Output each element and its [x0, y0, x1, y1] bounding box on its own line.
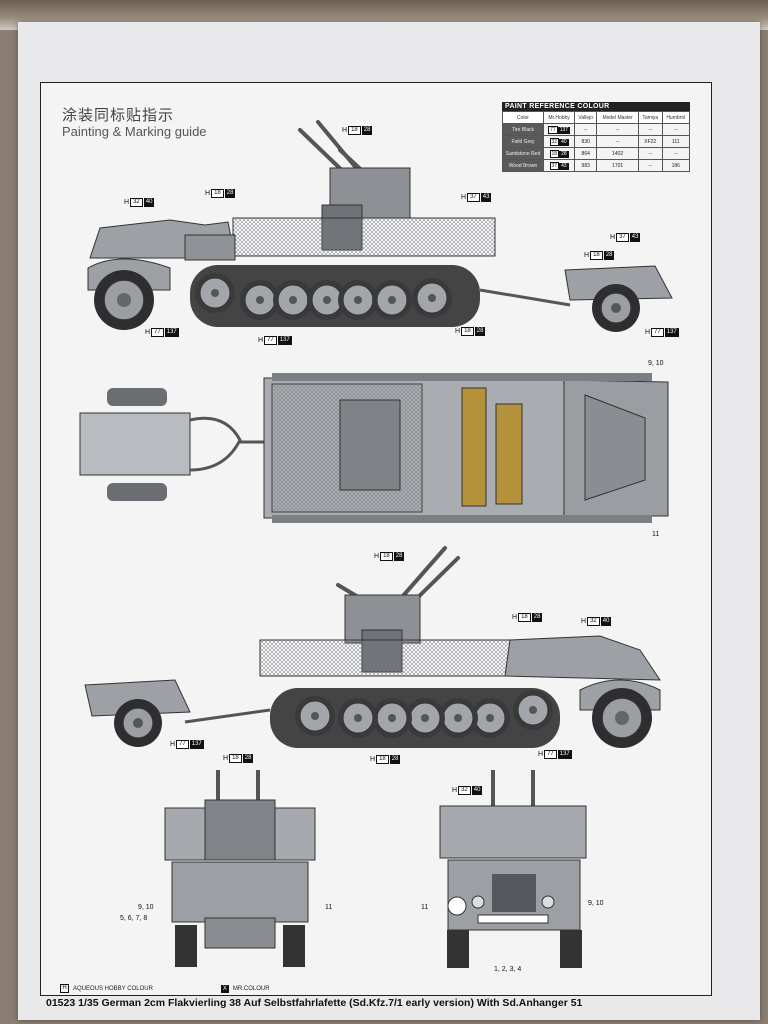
decal-number: 1, 2, 3, 4	[494, 966, 522, 973]
title-english: Painting & Marking guide	[62, 124, 207, 139]
rear-view	[164, 770, 316, 967]
decal-number: 11	[325, 904, 333, 911]
kit-title-footer: 01523 1/35 German 2cm Flakvierling 38 Au…	[46, 997, 583, 1009]
col-header: Model Master	[596, 111, 639, 124]
color-name: Wood Brown	[502, 159, 544, 172]
mr-colour-label: MR.COLOUR	[232, 985, 270, 992]
color-legend: H AQUEOUS HOBBY COLOUR X MR.COLOUR	[60, 984, 270, 993]
decal-number: 9, 10	[588, 900, 604, 907]
paint-reference-header: PAINT REFERENCE COLOUR	[502, 102, 690, 111]
decal-number: 11	[652, 531, 660, 538]
front-view	[439, 770, 587, 968]
top-view	[79, 373, 669, 523]
side-view-right	[84, 546, 661, 749]
side-view-left	[87, 120, 673, 333]
col-header: Tamiya	[637, 111, 663, 124]
decal-number: 5, 6, 7, 8	[120, 915, 148, 922]
paint-reference-table: PAINT REFERENCE COLOUR Color Mr.Hobby Va…	[502, 102, 691, 172]
mr-colour-key: X	[220, 984, 229, 993]
col-header: Humbrol	[661, 111, 691, 124]
decal-number: 11	[421, 904, 429, 911]
col-header: Vallejo	[574, 111, 598, 124]
decal-number: 9, 10	[138, 904, 154, 911]
aqueous-label: AQUEOUS HOBBY COLOUR	[73, 985, 153, 992]
aqueous-key: H	[60, 984, 69, 993]
decal-number: 9, 10	[648, 360, 664, 367]
title-chinese: 涂装同标贴指示	[62, 107, 175, 124]
color-name: Field Grey	[502, 135, 544, 148]
